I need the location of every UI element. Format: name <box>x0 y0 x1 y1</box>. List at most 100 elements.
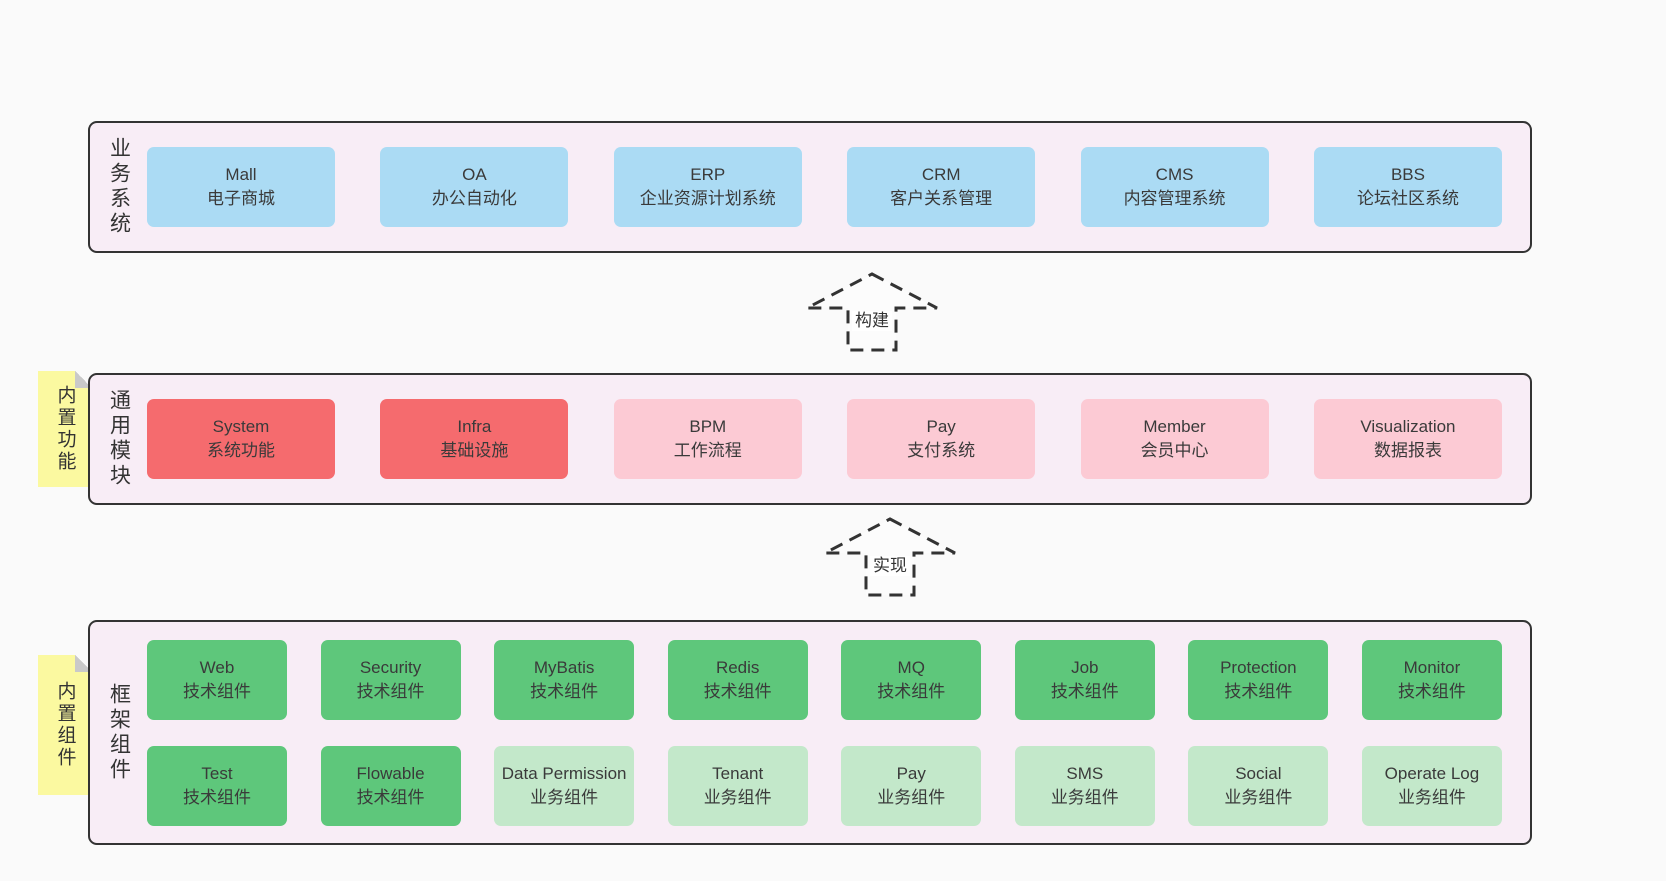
box-infra: Infra 基础设施 <box>380 399 569 479</box>
box-subtitle: 办公自动化 <box>431 189 517 208</box>
box-social: Social 业务组件 <box>1188 745 1329 826</box>
box-title: Pay <box>926 417 956 436</box>
folded-corner <box>75 371 92 388</box>
box-erp: ERP 企业资源计划系统 <box>613 147 802 227</box>
box-title: Operate Log <box>1384 763 1480 783</box>
box-operate-log: Operate Log 业务组件 <box>1361 745 1502 826</box>
box-subtitle: 业务组件 <box>530 787 599 807</box>
box-subtitle: 技术组件 <box>530 681 599 701</box>
box-subtitle: 业务组件 <box>1224 787 1293 807</box>
sticky-note-label: 内置功能 <box>54 385 76 473</box>
box-title: Tenant <box>712 763 764 783</box>
box-title: Member <box>1143 417 1206 436</box>
box-crm: CRM 客户关系管理 <box>847 147 1036 227</box>
box-subtitle: 工作流程 <box>673 441 742 460</box>
box-subtitle: 支付系统 <box>907 441 976 460</box>
box-row: Mall 电子商城 OA 办公自动化 ERP 企业资源计划系统 CRM 客户关系… <box>147 123 1530 251</box>
box-mq: MQ 技术组件 <box>841 639 982 720</box>
box-title: Web <box>199 657 235 677</box>
box-subtitle: 系统功能 <box>207 441 275 460</box>
sticky-note-label: 内置组件 <box>54 681 76 769</box>
box-flowable: Flowable 技术组件 <box>320 745 461 826</box>
box-bbs: BBS 论坛社区系统 <box>1313 147 1502 227</box>
panel-common-modules: 通用模块 System 系统功能 Infra 基础设施 BPM 工作流程 Pay… <box>88 373 1532 505</box>
box-title: ERP <box>690 165 726 184</box>
box-title: BPM <box>689 417 727 436</box>
box-subtitle: 业务组件 <box>1050 787 1119 807</box>
box-subtitle: 技术组件 <box>1224 681 1293 701</box>
box-row: System 系统功能 Infra 基础设施 BPM 工作流程 Pay 支付系统… <box>147 375 1530 503</box>
box-title: Redis <box>715 657 760 677</box>
box-title: CMS <box>1155 165 1194 184</box>
box-subtitle: 内容管理系统 <box>1123 189 1226 208</box>
box-system: System 系统功能 <box>147 399 335 479</box>
arrow-build: 构建 <box>804 271 940 353</box>
box-visualization: Visualization 数据报表 <box>1313 399 1502 479</box>
arrow-label: 实现 <box>870 556 910 576</box>
box-title: Test <box>201 763 233 783</box>
box-subtitle: 数据报表 <box>1373 441 1442 460</box>
box-subtitle: 技术组件 <box>703 681 772 701</box>
box-oa: OA 办公自动化 <box>380 147 569 227</box>
box-cms: CMS 内容管理系统 <box>1080 147 1269 227</box>
box-title: SMS <box>1066 763 1104 783</box>
box-title: Social <box>1235 763 1282 783</box>
box-title: MyBatis <box>533 657 595 677</box>
box-protection: Protection 技术组件 <box>1188 639 1329 720</box>
box-title: System <box>212 417 270 436</box>
box-title: OA <box>462 165 487 184</box>
box-subtitle: 技术组件 <box>356 681 425 701</box>
box-subtitle: 技术组件 <box>1050 681 1119 701</box>
box-test: Test 技术组件 <box>147 745 287 826</box>
box-title: BBS <box>1390 165 1425 184</box>
box-subtitle: 技术组件 <box>183 681 251 701</box>
box-data-permission: Data Permission 业务组件 <box>494 745 635 826</box>
panel-framework-components: 框架组件 Web 技术组件 Security 技术组件 MyBatis 技术组件… <box>88 620 1532 845</box>
sticky-note-built-in-features: 内置功能 <box>38 371 92 487</box>
box-subtitle: 技术组件 <box>1397 681 1466 701</box>
box-grid: Web 技术组件 Security 技术组件 MyBatis 技术组件 Redi… <box>147 622 1530 843</box>
box-security: Security 技术组件 <box>320 639 461 720</box>
box-subtitle: 技术组件 <box>877 681 946 701</box>
box-title: MQ <box>897 657 925 677</box>
box-subtitle: 业务组件 <box>703 787 772 807</box>
box-bpm: BPM 工作流程 <box>613 399 802 479</box>
box-subtitle: 会员中心 <box>1140 441 1209 460</box>
box-title: Data Permission <box>501 763 627 783</box>
box-title: Visualization <box>1360 417 1456 436</box>
folded-corner <box>75 655 92 672</box>
arrow-implement: 实现 <box>822 516 958 598</box>
box-subtitle: 论坛社区系统 <box>1356 189 1459 208</box>
box-title: Monitor <box>1403 657 1461 677</box>
box-title: Pay <box>896 763 926 783</box>
box-subtitle: 客户关系管理 <box>890 189 993 208</box>
box-subtitle: 业务组件 <box>877 787 946 807</box>
panel-label: 框架组件 <box>107 682 131 783</box>
box-title: Protection <box>1220 657 1297 677</box>
box-pay-system: Pay 支付系统 <box>847 399 1036 479</box>
panel-business-systems: 业务系统 Mall 电子商城 OA 办公自动化 ERP 企业资源计划系统 CRM… <box>88 121 1532 253</box>
box-title: Job <box>1071 657 1099 677</box>
box-web: Web 技术组件 <box>147 639 287 720</box>
box-sms: SMS 业务组件 <box>1014 745 1155 826</box>
box-subtitle: 业务组件 <box>1397 787 1466 807</box>
box-mybatis: MyBatis 技术组件 <box>494 639 635 720</box>
box-subtitle: 基础设施 <box>440 441 509 460</box>
box-mall: Mall 电子商城 <box>147 147 335 227</box>
box-subtitle: 技术组件 <box>183 787 251 807</box>
box-job: Job 技术组件 <box>1014 639 1155 720</box>
panel-label: 业务系统 <box>107 137 131 237</box>
box-subtitle: 电子商城 <box>207 189 275 208</box>
box-redis: Redis 技术组件 <box>667 639 808 720</box>
box-title: Infra <box>457 417 492 436</box>
box-title: Mall <box>225 165 257 184</box>
arrow-label: 构建 <box>852 311 892 331</box>
sticky-note-built-in-components: 内置组件 <box>38 655 92 795</box>
box-title: Flowable <box>356 763 425 783</box>
panel-label: 通用模块 <box>107 389 131 489</box>
box-subtitle: 技术组件 <box>356 787 425 807</box>
box-monitor: Monitor 技术组件 <box>1361 639 1502 720</box>
box-member: Member 会员中心 <box>1080 399 1269 479</box>
box-tenant: Tenant 业务组件 <box>667 745 808 826</box>
